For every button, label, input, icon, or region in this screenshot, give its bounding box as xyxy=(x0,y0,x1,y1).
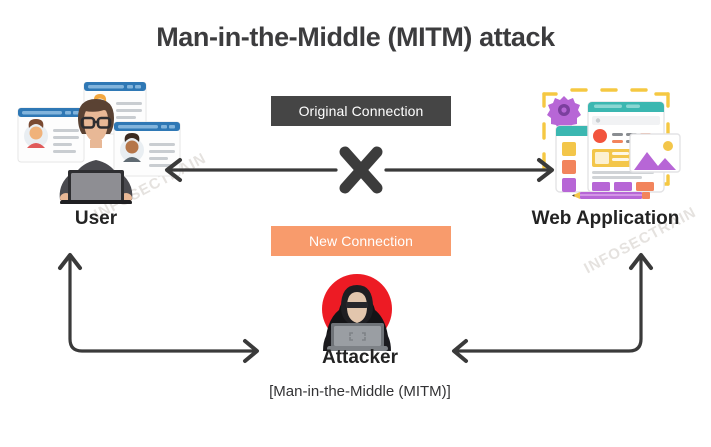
page-title: Man-in-the-Middle (MITM) attack xyxy=(156,22,555,52)
connection-new-left xyxy=(58,253,259,363)
user-at-laptop-icon xyxy=(6,81,186,205)
badge-original-connection: Original Connection xyxy=(271,96,451,126)
web-application-icon xyxy=(528,80,703,205)
badge-new-connection: New Connection xyxy=(271,226,451,256)
node-sublabel-attacker: [Man-in-the-Middle (MITM)] xyxy=(269,383,451,400)
hooded-attacker-icon xyxy=(305,273,410,351)
node-label-user: User xyxy=(74,208,118,229)
connection-new-right xyxy=(452,253,653,363)
node-label-attacker: Attacker xyxy=(321,347,399,368)
node-label-web-application: Web Application xyxy=(531,208,680,229)
connection-original xyxy=(165,158,554,182)
x-cross-icon xyxy=(339,146,383,194)
